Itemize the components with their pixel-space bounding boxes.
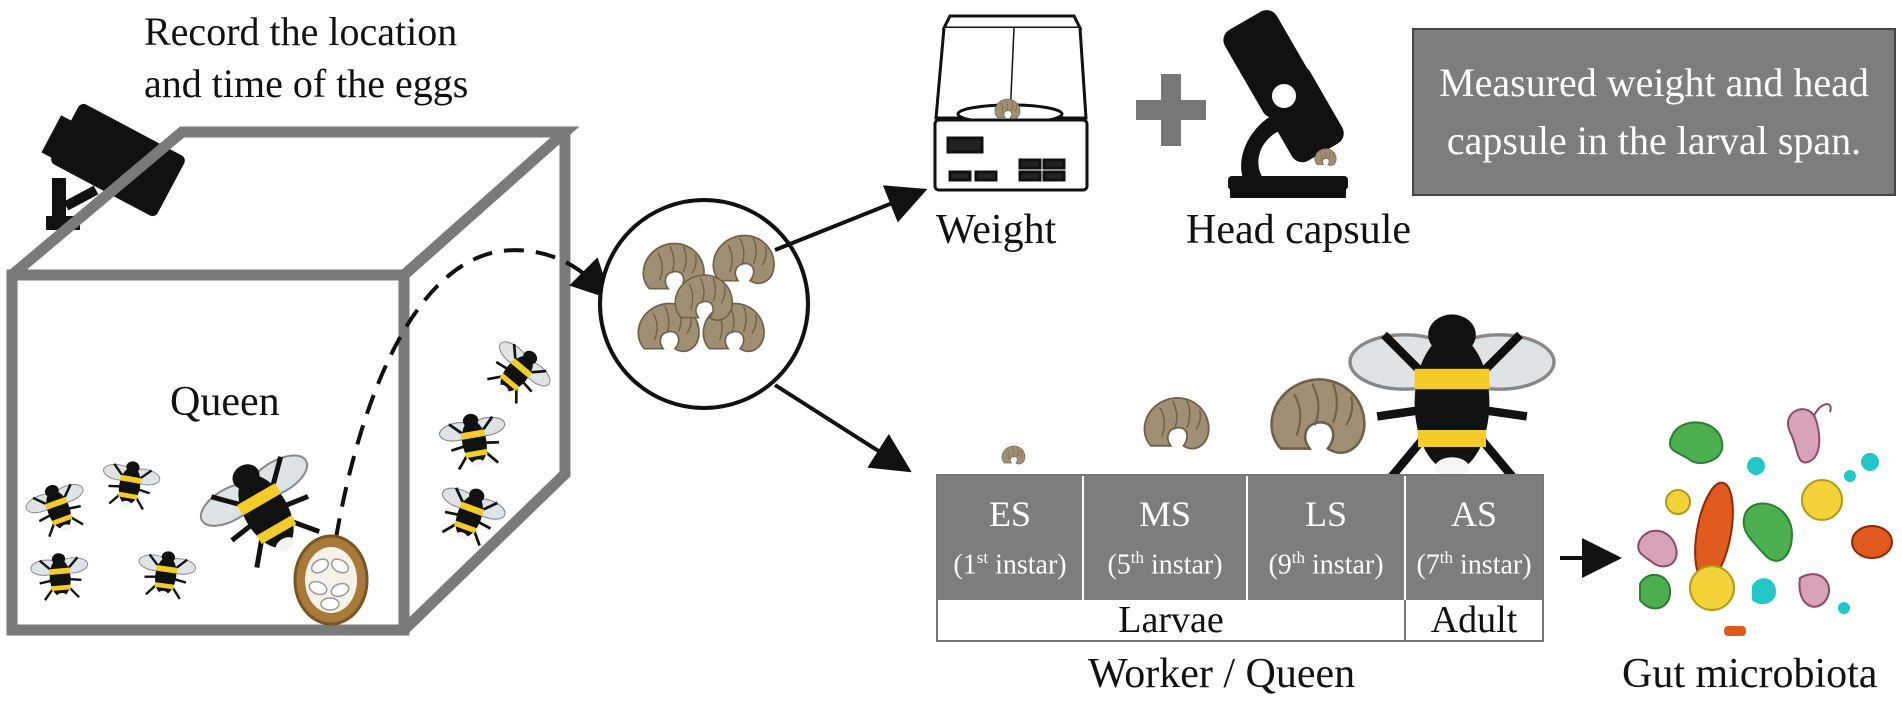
record-text-line-2: and time of the eggs [144,61,469,106]
microscope-icon [1223,10,1348,198]
stage-desc: (7th instar) [1416,548,1532,581]
measurement-note-box: Measured weight and head capsule in the … [1412,28,1896,196]
weight-label: Weight [936,207,1057,253]
stage-cell-ms: MS (5th instar) [1084,476,1248,600]
stage-code: LS [1304,494,1347,535]
group-adult: Adult [1430,599,1518,641]
gut-microbiota-label: Gut microbiota [1622,651,1878,697]
larvae-sample-icon [598,198,810,410]
stage-cell-ls: LS (9th instar) [1248,476,1406,600]
camera-icon [41,103,185,230]
egg-trajectory [334,248,612,539]
stage-code: ES [988,494,1031,535]
measurement-note-line-2: capsule in the larval span. [1446,118,1862,163]
plus-icon [1136,74,1206,146]
adult-bee-icon [1350,314,1554,477]
stage-desc: (9th instar) [1268,548,1384,581]
arrow-to-measurements [774,185,928,252]
stage-code: MS [1138,494,1192,535]
larval-stage-icons [1001,378,1366,465]
group-larvae: Larvae [938,599,1406,641]
record-text-line-1: Record the location [144,9,458,54]
stage-code: AS [1450,494,1498,535]
queen-label: Queen [170,379,280,425]
stage-cell-es: ES (1st instar) [938,476,1084,600]
head-capsule-label: Head capsule [1186,207,1412,253]
stage-desc: (5th instar) [1107,548,1223,581]
stage-row: ES (1st instar) MS (5th instar) LS (9th … [938,476,1542,600]
rearing-box [6,126,580,636]
arrow-to-stages [773,383,912,473]
group-row: Larvae Adult [938,599,1542,641]
stage-table: ES (1st instar) MS (5th instar) LS (9th … [936,474,1544,642]
stage-desc: (1st instar) [953,548,1067,581]
stage-cell-as: AS (7th instar) [1406,476,1542,600]
egg-nest-icon [293,534,369,626]
gut-microbiota-icon [1637,403,1893,636]
measurement-note-line-1: Measured weight and head [1439,60,1869,105]
caste-label: Worker / Queen [1088,651,1356,697]
